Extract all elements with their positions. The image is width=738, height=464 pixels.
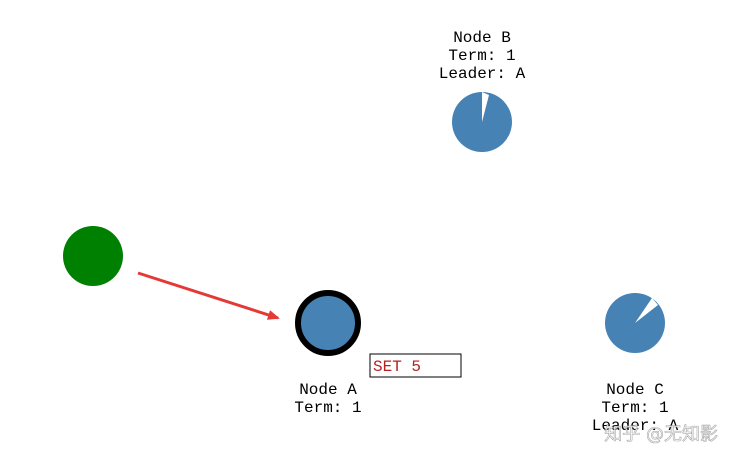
command-box xyxy=(369,353,462,378)
node-a-circle xyxy=(295,290,361,356)
node-a-name: Node A xyxy=(299,381,357,399)
client-to-leader-arrow xyxy=(137,271,280,320)
command-text: SET 5 xyxy=(373,358,421,376)
watermark: 知乎 @无知影 xyxy=(604,424,718,445)
node-c-name: Node C xyxy=(606,381,664,399)
node-c-leader: Leader: A xyxy=(592,417,679,435)
node-b[interactable] xyxy=(452,92,512,152)
node-b-leader: Leader: A xyxy=(439,65,526,83)
node-b-timer-notch xyxy=(482,92,489,122)
node-c-term: Term: 1 xyxy=(601,399,668,417)
node-b-term: Term: 1 xyxy=(448,47,515,65)
node-c-timer-notch xyxy=(635,298,658,323)
node-b-name: Node B xyxy=(453,29,511,47)
node-a[interactable] xyxy=(295,290,361,356)
node-a-term: Term: 1 xyxy=(294,399,361,417)
client-node[interactable] xyxy=(63,226,123,286)
node-c[interactable] xyxy=(605,293,665,353)
